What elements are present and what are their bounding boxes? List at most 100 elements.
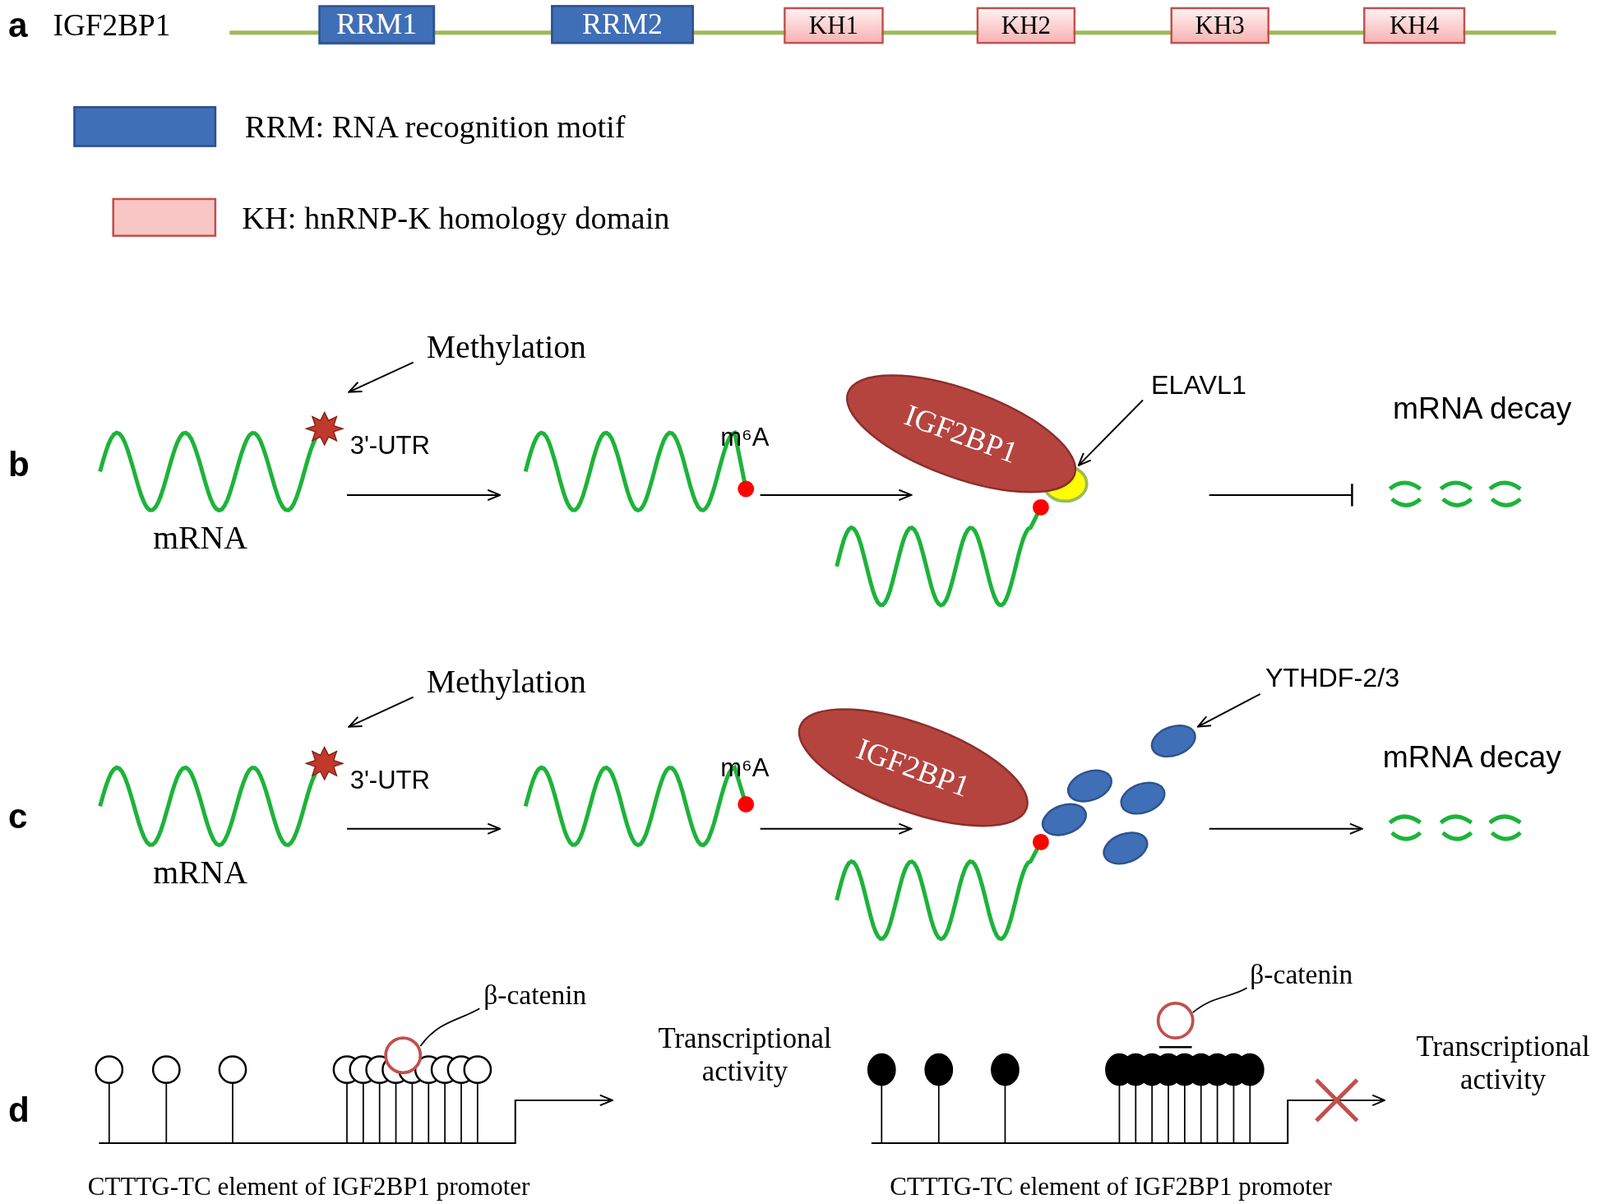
m6a-dot [737, 480, 754, 498]
caption-label: CTTTG-TC element of IGF2BP1 promoter [889, 1172, 1332, 1203]
cpg-stem [346, 1082, 348, 1143]
cpg-stem [880, 1082, 883, 1143]
leader-arrow [1078, 399, 1143, 465]
modification-label: m⁶A [720, 752, 769, 782]
protein-ellipse: IGF2BP1 [830, 348, 1092, 519]
cpg-stem [1151, 1082, 1153, 1143]
methylated-cpg [925, 1054, 953, 1085]
m6a-dot [737, 795, 754, 813]
cpg-stem [1134, 1082, 1137, 1143]
cpg-stem [379, 1082, 381, 1143]
inhibition-bar [1350, 483, 1353, 506]
panel-letter: a [8, 5, 28, 47]
cpg-stem [1004, 1082, 1007, 1143]
promoter-line [871, 1100, 1385, 1143]
node-text: RRM2 [582, 7, 663, 42]
cpg-stem [427, 1082, 430, 1143]
cpg-stem [108, 1082, 111, 1143]
arrow [346, 494, 500, 496]
cpg-stem [460, 1082, 463, 1143]
leader-arrow [1197, 693, 1261, 727]
leader-arrow [348, 362, 413, 393]
cpg-stem [1183, 1082, 1186, 1143]
arrow [346, 827, 500, 830]
region-label: 3'-UTR [350, 430, 431, 460]
molecule-label: mRNA [152, 518, 248, 557]
mrna-fragment [1389, 482, 1420, 489]
mrna-wave [100, 761, 325, 846]
mrna-fragment [1491, 499, 1521, 505]
ellipse-shape [785, 684, 1042, 850]
methylated-cpg [868, 1054, 895, 1085]
outcome-label: Transcriptional activity [1405, 1030, 1600, 1096]
node-text: KH4 [1389, 10, 1439, 41]
beta-catenin [385, 1037, 421, 1073]
methylation-star [305, 746, 343, 780]
domain-box: KH1 [783, 7, 884, 45]
domain-box: RRM2 [550, 4, 694, 44]
legend-text: RRM: RNA recognition motif [245, 108, 626, 145]
methylated-cpg [991, 1054, 1018, 1085]
caption-label: CTTTG-TC element of IGF2BP1 promoter [87, 1172, 531, 1203]
mrna-fragment [1391, 499, 1421, 505]
protein-name: IGF2BP1 [53, 8, 172, 44]
molecule-label: mRNA [152, 853, 248, 892]
cpg-stem [443, 1082, 446, 1143]
leader-line [1193, 987, 1248, 1013]
modification-label: m⁶A [720, 421, 769, 452]
node-text: KH1 [809, 10, 859, 41]
cpg-stem [1233, 1082, 1235, 1143]
cpg-stem [476, 1082, 479, 1143]
ellipse-shape [832, 351, 1090, 516]
cpg-stem [395, 1082, 398, 1143]
mrna-fragment [1391, 832, 1421, 839]
legend-swatch [73, 106, 217, 148]
panel-letter: c [8, 796, 28, 837]
process-label: Methylation [426, 328, 587, 366]
cpg-stem [1167, 1082, 1170, 1143]
cpg-lollipops [96, 1054, 1264, 1143]
m6a-dot [1032, 499, 1050, 516]
panel-letter: d [8, 1090, 30, 1131]
node-text: KH3 [1195, 10, 1245, 41]
methylation-star [305, 411, 343, 445]
arrow [760, 494, 912, 496]
mrna-fragment [1491, 832, 1521, 839]
cross-mark [1316, 1079, 1358, 1121]
promoter-line [98, 1100, 612, 1143]
mrna-fragment [1442, 499, 1472, 505]
methylated-cpg [1236, 1054, 1263, 1085]
outcome-label: Transcriptional activity [647, 1021, 842, 1088]
cpg-stem [165, 1082, 167, 1143]
panel-letter: b [8, 443, 30, 485]
arrow [1209, 827, 1363, 830]
leader-arrow [348, 697, 413, 727]
cpg-stem [231, 1082, 234, 1143]
unmethylated-cpg [464, 1056, 491, 1083]
mrna-fragment [1489, 816, 1521, 823]
protein-label: YTHDF-2/3 [1265, 663, 1400, 694]
leader-line [420, 1008, 480, 1046]
node-text: RRM1 [336, 7, 417, 42]
legend-swatch [112, 198, 218, 237]
mrna-wave [525, 767, 746, 845]
protein-label: β-catenin [1249, 958, 1353, 991]
mrna-fragment [1389, 816, 1420, 823]
protein-label: ELAVL1 [1151, 370, 1247, 402]
domain-box: RRM1 [318, 4, 435, 44]
cpg-stem [1216, 1082, 1219, 1143]
node-text: KH2 [1001, 10, 1051, 41]
region-label: 3'-UTR [350, 764, 431, 795]
blocked-bar [1159, 1045, 1193, 1048]
cpg-stem [411, 1082, 414, 1143]
mrna-wave [525, 432, 746, 510]
domain-box: KH4 [1363, 7, 1466, 45]
ythdf-proteins [1038, 719, 1200, 870]
mrna-wave [100, 426, 325, 511]
cpg-stem [938, 1082, 940, 1143]
mrna-wave [836, 841, 1041, 939]
protein-ellipse: IGF2BP1 [782, 682, 1045, 853]
cpg-stem [362, 1082, 365, 1143]
mrna-fragment [1440, 816, 1471, 823]
unmethylated-cpg [219, 1056, 246, 1083]
